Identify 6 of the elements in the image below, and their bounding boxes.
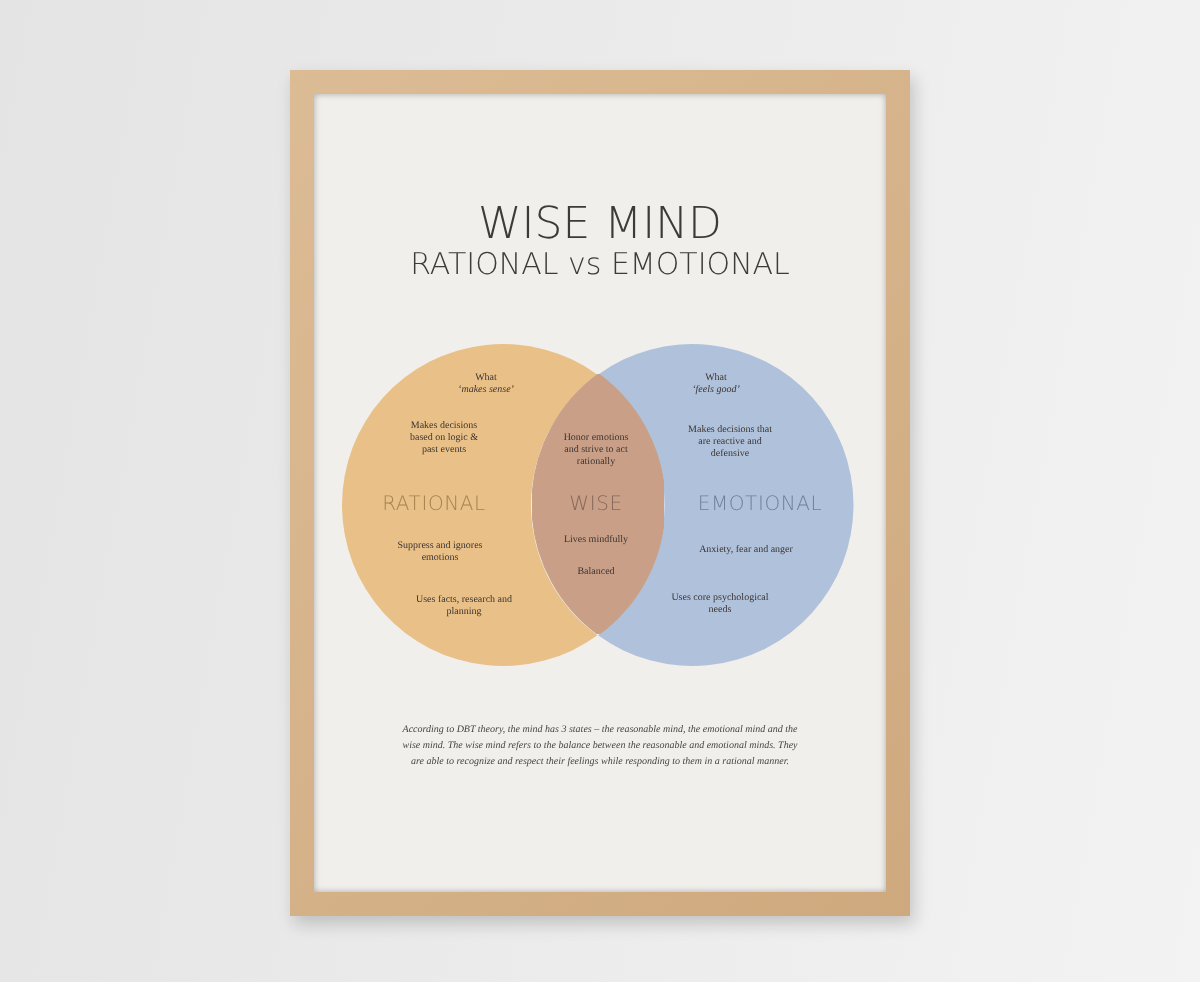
poster-title: WISE MIND (478, 202, 722, 250)
circle-heading: RATIONAL (382, 494, 486, 518)
circle-heading: WISE (569, 493, 623, 518)
circle-heading: EMOTIONAL (697, 494, 823, 518)
poster-subtitle: RATIONAL vs EMOTIONAL (410, 246, 790, 282)
overlap-region (531, 373, 664, 635)
